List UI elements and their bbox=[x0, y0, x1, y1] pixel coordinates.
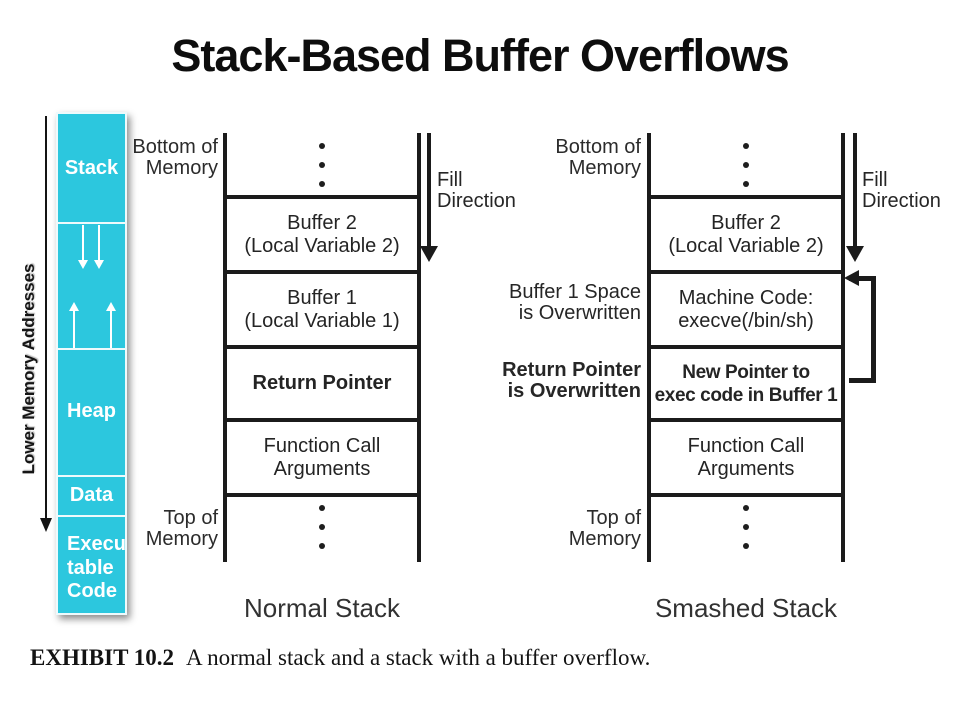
down-arrow-icon bbox=[94, 260, 104, 269]
stack-grow-arrow-line bbox=[98, 225, 100, 260]
cell-border bbox=[227, 493, 417, 497]
down-arrow-icon bbox=[420, 246, 438, 262]
executable-code-section-label: Execu table Code bbox=[67, 533, 126, 602]
memory-axis-arrow-line bbox=[45, 116, 47, 518]
diagram-title-smashed-stack: Smashed Stack bbox=[654, 593, 838, 623]
down-arrow-icon bbox=[78, 260, 88, 269]
cell-border bbox=[227, 270, 417, 274]
stack-cell-buffer1: Buffer 1 (Local Variable 1) bbox=[244, 286, 400, 332]
exhibit-caption-label: EXHIBIT 10.2 bbox=[30, 645, 175, 670]
left-arrow-icon bbox=[844, 270, 859, 286]
ellipsis-dots bbox=[651, 505, 841, 549]
stack-grow-arrow-line bbox=[82, 225, 84, 260]
exhibit-caption-text: A normal stack and a stack with a buffer… bbox=[186, 645, 651, 670]
stack-section-label: Stack bbox=[64, 156, 119, 179]
stack-cell-new-pointer: New Pointer to exec code in Buffer 1 bbox=[654, 361, 838, 406]
top-of-memory-label: Top of Memory bbox=[145, 507, 218, 550]
cell-border bbox=[227, 195, 417, 199]
heap-section-label: Heap bbox=[67, 400, 116, 422]
section-divider bbox=[58, 222, 125, 224]
exhibit-caption: EXHIBIT 10.2 A normal stack and a stack w… bbox=[30, 645, 650, 671]
cell-border bbox=[227, 418, 417, 422]
diagram-title-normal-stack: Normal Stack bbox=[243, 593, 401, 623]
fill-direction-label: Fill Direction bbox=[437, 169, 516, 212]
fill-direction-arrow-line bbox=[427, 133, 431, 247]
section-divider bbox=[58, 515, 125, 517]
return-pointer-overwritten-annotation: Return Pointer is Overwritten bbox=[502, 359, 641, 402]
stack-cell-return-pointer: Return Pointer bbox=[252, 372, 392, 394]
stack-cell-machine-code: Machine Code: execve(/bin/sh) bbox=[678, 286, 814, 332]
up-arrow-icon bbox=[106, 302, 116, 311]
lower-memory-addresses-label: Lower Memory Addresses bbox=[19, 263, 38, 475]
memory-map-executable-code-section: Execu table Code bbox=[58, 517, 126, 613]
down-arrow-icon bbox=[846, 246, 864, 262]
cell-border bbox=[651, 418, 841, 422]
memory-map-data-section: Data bbox=[58, 477, 125, 513]
ellipsis-dots bbox=[227, 143, 417, 187]
heap-grow-arrow-line bbox=[110, 311, 112, 348]
cell-border bbox=[651, 493, 841, 497]
buffer1-overwritten-annotation: Buffer 1 Space is Overwritten bbox=[509, 281, 641, 324]
cell-border bbox=[227, 345, 417, 349]
section-divider bbox=[58, 475, 125, 477]
fill-direction-arrow-line bbox=[853, 133, 857, 247]
ellipsis-dots bbox=[227, 505, 417, 549]
down-arrow-icon bbox=[40, 518, 52, 532]
section-divider bbox=[58, 348, 125, 350]
cell-border bbox=[651, 195, 841, 199]
stack-cell-buffer2: Buffer 2 (Local Variable 2) bbox=[668, 211, 824, 257]
stack-diagram-normal: Buffer 2 (Local Variable 2) Buffer 1 (Lo… bbox=[223, 133, 421, 562]
bottom-of-memory-label: Bottom of Memory bbox=[555, 136, 641, 179]
bottom-of-memory-label: Bottom of Memory bbox=[132, 136, 218, 179]
stack-diagram-smashed: Buffer 2 (Local Variable 2) Machine Code… bbox=[647, 133, 845, 562]
cell-border bbox=[651, 270, 841, 274]
stack-cell-function-args: Function Call Arguments bbox=[263, 434, 381, 480]
cell-border bbox=[651, 345, 841, 349]
memory-map-stack-section: Stack bbox=[58, 114, 125, 222]
data-section-label: Data bbox=[69, 483, 114, 506]
top-of-memory-label: Top of Memory bbox=[568, 507, 641, 550]
ellipsis-dots bbox=[651, 143, 841, 187]
memory-map-growth-section bbox=[58, 222, 125, 348]
slide-title: Stack-Based Buffer Overflows bbox=[171, 30, 789, 81]
memory-map-heap-section: Heap bbox=[58, 350, 125, 473]
fill-direction-label: Fill Direction bbox=[862, 169, 941, 212]
stack-cell-buffer2: Buffer 2 (Local Variable 2) bbox=[244, 211, 400, 257]
exec-redirect-arrow bbox=[849, 276, 876, 383]
heap-grow-arrow-line bbox=[73, 311, 75, 348]
memory-map: Stack Heap Data Execu table Code bbox=[56, 112, 127, 615]
up-arrow-icon bbox=[69, 302, 79, 311]
stack-cell-function-args: Function Call Arguments bbox=[687, 434, 805, 480]
